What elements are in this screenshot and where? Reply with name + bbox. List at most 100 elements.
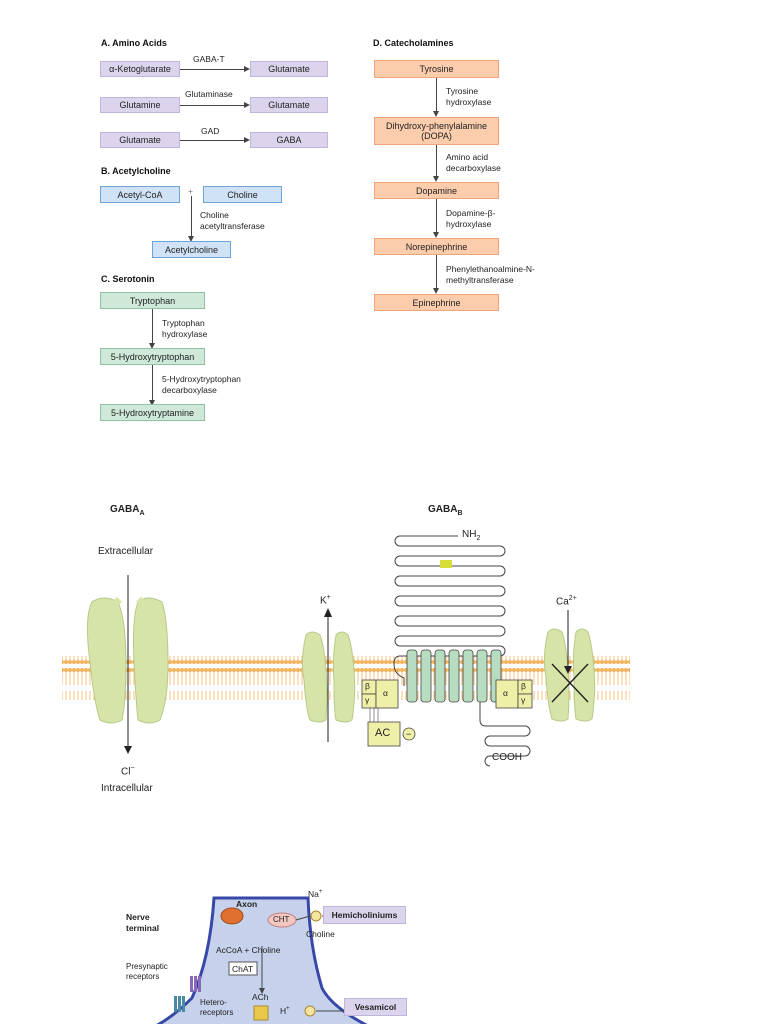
acetylcholine-box: Acetylcholine [152,241,231,258]
gpcr-helices [406,649,502,703]
glutamate-box-1: Glutamate [250,61,328,77]
arrow-head [188,236,194,242]
inhibition-sign: − [406,729,412,739]
arrow-head [149,400,155,406]
beta-subunit-right: β [521,681,526,691]
gaba-a-title: GABAA [110,504,145,518]
dopa-abbrev: (DOPA) [421,131,452,141]
arrow-head [244,102,250,108]
g-protein-left [361,679,416,747]
dopa-name: Dihydroxy-phenylalamine [385,121,488,131]
gamma-subunit-left: γ [365,695,370,705]
enzyme-label: hydroxylase [446,219,492,229]
arrow-line [180,105,246,106]
receptor-svg [62,535,630,767]
arrow-head [433,176,439,182]
arrow-line [436,255,437,291]
nh2-label: NH2 [462,529,481,543]
chat-enzyme-line1: Choline [200,210,229,220]
chat-label: ChAT [232,964,254,974]
enzyme-label: Amino acid [446,152,489,162]
nerve-terminal-label-1: Nerve [126,912,150,922]
glutamate-box-2: Glutamate [250,97,328,113]
choline-box: Choline [203,186,282,203]
panel-d-title: D. Catecholamines [373,38,454,48]
panel-a-title: A. Amino Acids [101,38,167,48]
gamma-subunit-right: γ [521,695,526,705]
presynaptic-receptor-icon [190,976,201,992]
tyrosine-box: Tyrosine [374,60,499,78]
tryptophan-box: Tryptophan [100,292,205,309]
arrow-head [433,232,439,238]
beta-subunit-left: β [365,681,370,691]
axon-label: Axon [236,899,258,909]
inhibition-marker [304,1005,316,1017]
arrow-line [436,78,437,114]
arrow-line [152,309,153,347]
k-channel [301,608,356,742]
cht-label: CHT [273,915,290,924]
acetyl-coa-box: Acetyl-CoA [100,186,180,203]
potassium-label: K+ [320,594,331,607]
arrow-line [180,140,246,141]
arrow-head [433,111,439,117]
sodium-label: Na+ [308,888,323,899]
arrow-line [295,915,311,921]
nerve-terminal-label-2: terminal [126,923,160,933]
arrow-head [244,137,250,143]
enzyme-label: decarboxylase [162,385,217,395]
dopa-box: Dihydroxy-phenylalamine (DOPA) [374,117,499,145]
gaba-a-channel [86,575,169,754]
gaba-t-label: GABA-T [193,54,225,64]
hemicholiniums-box: Hemicholiniums [323,906,406,924]
enzyme-label: 5-Hydroxytryptophan [162,374,241,384]
gaba-box: GABA [250,132,328,148]
alpha-ketoglutarate-box: α-Ketoglutarate [100,61,180,77]
panel-b-title: B. Acetylcholine [101,166,171,176]
5-hydroxytryptophan-box: 5-Hydroxytryptophan [100,348,205,365]
alpha-subunit-left: α [383,688,388,698]
enzyme-label: hydroxylase [446,97,492,107]
enzyme-label: methyltransferase [446,275,514,285]
acoa-choline-label: AcCoA + Choline [216,945,281,955]
ach-label: ACh [252,992,269,1002]
norepinephrine-box: Norepinephrine [374,238,499,255]
heteroreceptor-label-1: Hetero- [200,998,227,1007]
proton-label: H+ [280,1005,290,1016]
arrow-head [244,66,250,72]
gaba-b-receptor [393,535,531,767]
alpha-subunit-right: α [503,688,508,698]
presynaptic-label-1: Presynaptic [126,962,168,971]
chat-box [228,961,258,976]
ca-channel [543,610,596,722]
arrow-line [436,145,437,179]
choline-label: Choline [306,929,335,939]
epinephrine-box: Epinephrine [374,294,499,311]
extracellular-label: Extracellular [98,546,154,557]
arrow-head [259,988,265,994]
gaba-b-title: GABAB [428,504,463,518]
heteroreceptor-label-2: receptors [200,1008,234,1017]
5-hydroxytryptamine-box: 5-Hydroxytryptamine [100,404,205,421]
glutaminase-label: Glutaminase [185,89,233,99]
inhibition-marker [310,910,322,922]
vesicle-transporter [253,1005,269,1021]
chloride-label: Cl− [121,765,135,778]
g-protein-right [495,679,533,709]
vesamicol-box: Vesamicol [344,998,407,1016]
dopamine-box: Dopamine [374,182,499,199]
mitochondrion [220,907,244,925]
calcium-label: Ca2+ [556,595,577,608]
arrow-line [152,365,153,403]
enzyme-label: Tyrosine [446,86,479,96]
arrow-head [149,343,155,349]
cooh-label: COOH [492,752,522,763]
chat-enzyme-line2: acetyltransferase [200,221,265,231]
glutamine-box: Glutamine [100,97,180,113]
enzyme-label: hydroxylase [162,329,208,339]
gad-label: GAD [201,126,220,136]
enzyme-label: decarboxylase [446,163,501,173]
arrow-line [191,196,192,238]
heteroreceptor-icon [174,996,185,1012]
synapse-svg [156,896,368,1024]
